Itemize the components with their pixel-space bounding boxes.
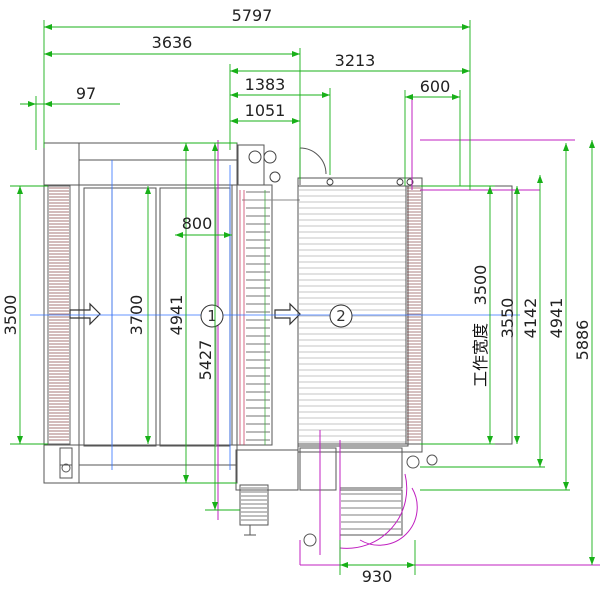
zone-marker-2: 2 [329,304,353,328]
axis-lines [30,160,520,470]
dim-left-width: 3500 [1,295,20,336]
right-dimension-labels: 3500 3550 4142 4941 5886 工作宽度 [471,265,592,387]
dim-second-section: 3213 [335,51,376,70]
dim-work-width: 3500 [471,265,490,306]
dim-total-length: 5797 [232,6,273,25]
dim-middle-gap: 800 [182,214,213,233]
dim-roll-inner: 1051 [245,101,286,120]
dim-right-3550: 3550 [498,298,517,339]
lower-equipment [60,447,438,549]
dim-bottom-width: 930 [362,567,393,586]
bottom-dimension-label: 930 [362,567,393,586]
dimension-lines [10,20,593,575]
left-feed-conveyor [43,143,73,483]
section-lines [217,95,600,566]
left-dimension-labels: 3500 3700 4941 5427 [1,295,215,381]
dimension-arrows [17,24,595,568]
zone-marker-1: 1 [200,304,224,328]
dim-right-4142: 4142 [521,298,540,339]
dim-frame-width: 4941 [167,295,186,336]
feed-arrow-1 [69,302,101,326]
dim-edge-offset: 97 [76,84,96,103]
roll-zone [231,144,327,446]
zone-2-label: 2 [336,307,346,325]
top-dimension-labels: 5797 3636 3213 1383 1051 97 600 [76,6,450,120]
dim-overall-left: 5427 [196,340,215,381]
dim-right-gap: 600 [420,77,451,96]
middle-dimension-label: 800 [182,214,213,233]
dim-first-section: 3636 [152,33,193,52]
dim-roll-width: 1383 [245,75,286,94]
dim-inner-width: 3700 [127,295,146,336]
work-width-label: 工作宽度 [471,323,490,387]
dim-overall-right: 5886 [573,320,592,361]
zone-1-label: 1 [207,307,217,325]
dim-right-4941: 4941 [547,298,566,339]
main-conveyor [274,177,513,453]
